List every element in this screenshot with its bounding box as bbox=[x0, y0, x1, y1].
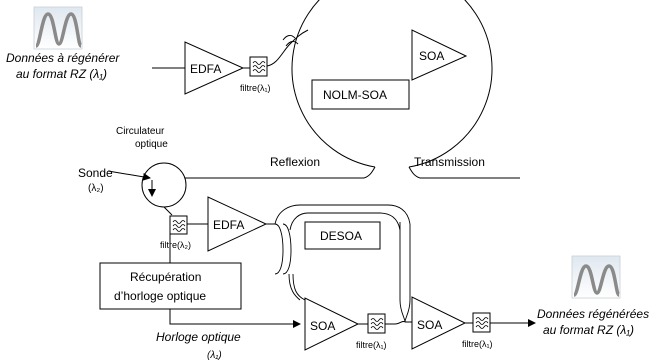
output-data-label-line1: Données régénérées bbox=[537, 307, 649, 321]
desoa-label: DESOA bbox=[320, 229, 362, 243]
middle-bracket bbox=[288, 273, 306, 301]
filter-bottom-label: filtre(λ₂) bbox=[160, 240, 191, 250]
input-pulse-image bbox=[33, 6, 83, 50]
coupler-left-bracket bbox=[274, 223, 292, 275]
soa-loop-label: SOA bbox=[419, 49, 444, 63]
edfa-bottom-amplifier bbox=[207, 196, 268, 252]
edfa-bottom-label: EDFA bbox=[213, 218, 244, 232]
output-data-label-line2: au format RZ (λ₁) bbox=[543, 323, 634, 337]
clock-label-line1: Horloge optique bbox=[156, 330, 241, 344]
input-data-label-line2: au format RZ (λ₁) bbox=[16, 67, 107, 81]
clock-recovery-label-line2: d’horloge optique bbox=[114, 289, 206, 303]
probe-arrow bbox=[107, 170, 151, 181]
circulator-to-filter bbox=[163, 206, 173, 216]
nolm-loop bbox=[291, 0, 493, 168]
soa-left-label: SOA bbox=[310, 319, 335, 333]
filter-right-icon bbox=[472, 312, 491, 333]
probe-label-line2: (λ₂) bbox=[88, 183, 104, 194]
clock-recovery-label-line1: Récupération bbox=[130, 270, 201, 284]
filter-bottom-icon bbox=[169, 215, 188, 235]
soa-left-amplifier bbox=[304, 297, 360, 351]
circulator-label-line2: optique bbox=[135, 139, 168, 150]
filter-top-icon bbox=[249, 56, 268, 77]
filter-left-label: filtre(λ₁) bbox=[356, 340, 387, 350]
reflexion-label: Reflexion bbox=[270, 155, 320, 169]
output-pulse-image bbox=[571, 255, 621, 299]
nolm-soa-box bbox=[311, 79, 410, 110]
desoa-box bbox=[304, 221, 381, 250]
input-data-label-line1: Données à régénérer bbox=[6, 51, 120, 65]
circulator-label-line1: Circulateur bbox=[116, 126, 165, 137]
filter-left-to-bracket bbox=[385, 320, 406, 325]
circulator-icon bbox=[141, 162, 187, 208]
loop-coupler-top bbox=[282, 35, 299, 47]
clock-output-line bbox=[169, 309, 301, 328]
desoa-top-path bbox=[274, 204, 411, 225]
filter-left-icon bbox=[367, 313, 386, 334]
loop-input-fiber bbox=[266, 29, 309, 67]
probe-label-line1: Sonde bbox=[78, 166, 113, 180]
soa-loop-amplifier bbox=[411, 29, 468, 81]
transmission-label: Transmission bbox=[414, 155, 485, 169]
loop-coupler-bottom bbox=[363, 166, 421, 179]
soa-right-amplifier bbox=[411, 296, 467, 350]
nolm-soa-label: NOLM-SOA bbox=[323, 88, 387, 102]
filter-top-label: filtre(λ₁) bbox=[240, 83, 271, 93]
clock-label-line2: (λ₁) bbox=[207, 350, 222, 361]
filter-right-label: filtre(λ₁) bbox=[462, 339, 493, 349]
soa-right-label: SOA bbox=[417, 318, 442, 332]
desoa-top-path-inner bbox=[289, 212, 401, 231]
coupler-right-bracket bbox=[399, 222, 411, 323]
edfa-top-amplifier bbox=[184, 41, 245, 95]
edfa-top-label: EDFA bbox=[190, 62, 221, 76]
